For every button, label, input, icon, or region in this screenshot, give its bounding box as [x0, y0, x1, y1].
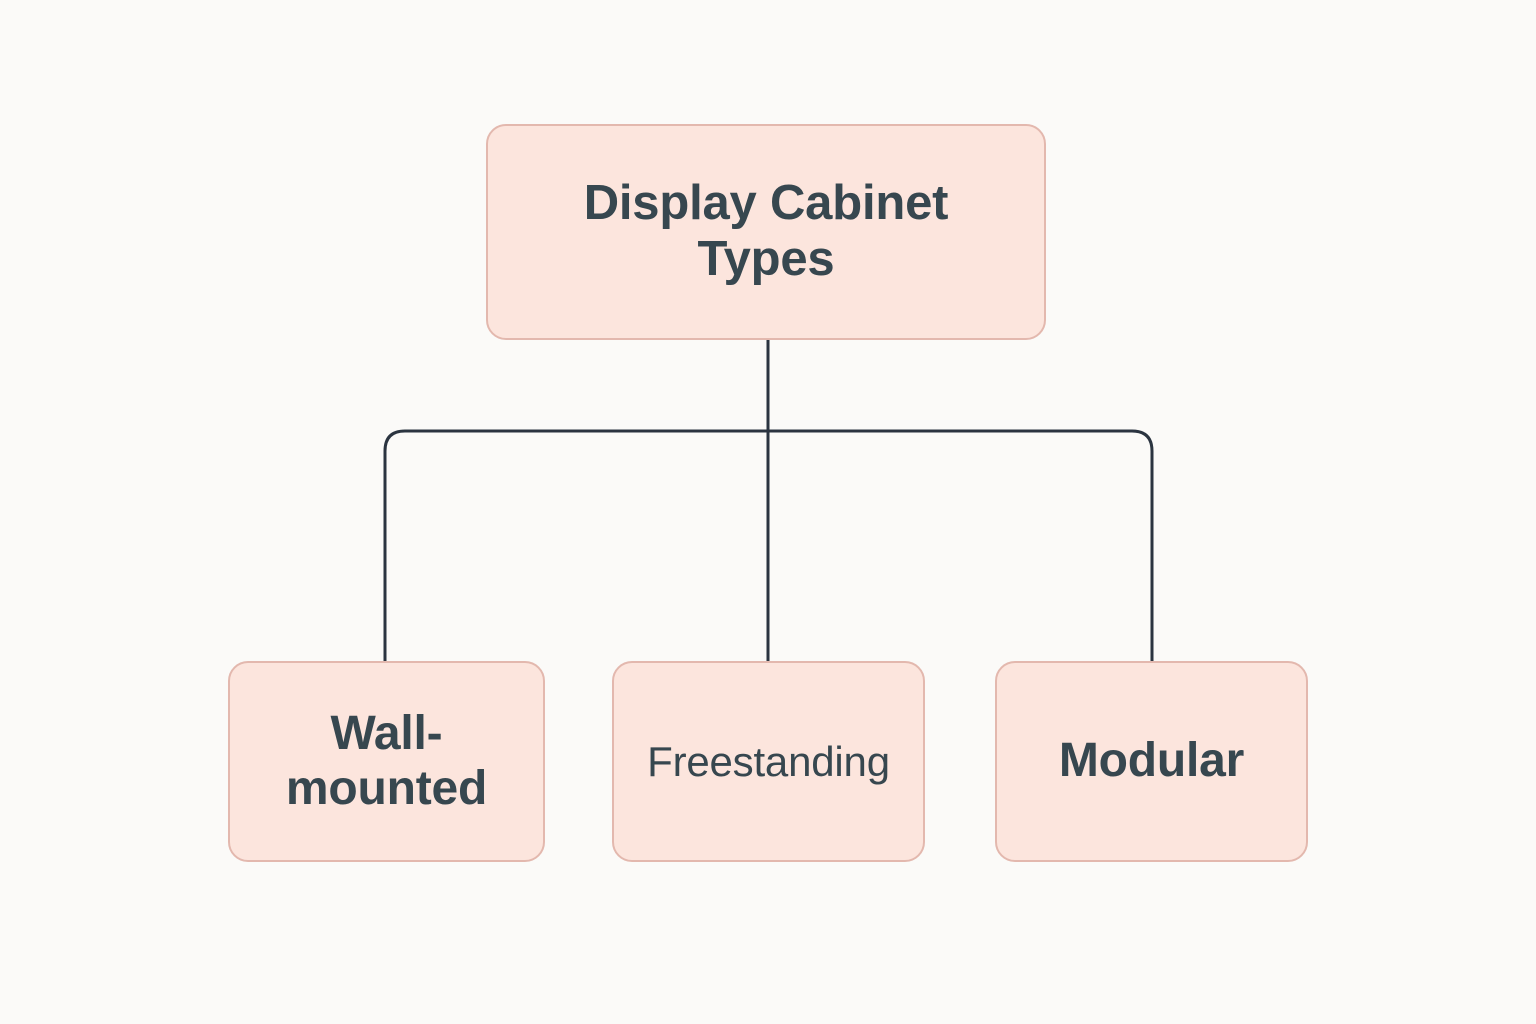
- node-child-freestanding[interactable]: Freestanding: [612, 661, 925, 862]
- node-child-wall-mounted[interactable]: Wall-mounted: [228, 661, 545, 862]
- node-child-modular[interactable]: Modular: [995, 661, 1308, 862]
- connector-root-to-wall-mounted: [383, 429, 768, 661]
- connector-root-to-modular: [768, 429, 1154, 661]
- node-child-label-freestanding: Freestanding: [647, 737, 890, 785]
- node-root-label: Display Cabinet Types: [583, 176, 949, 286]
- node-child-label-modular: Modular: [1058, 734, 1245, 788]
- node-child-label-wall-mounted: Wall-mounted: [285, 706, 488, 815]
- node-root-display-cabinet-types[interactable]: Display Cabinet Types: [486, 124, 1046, 340]
